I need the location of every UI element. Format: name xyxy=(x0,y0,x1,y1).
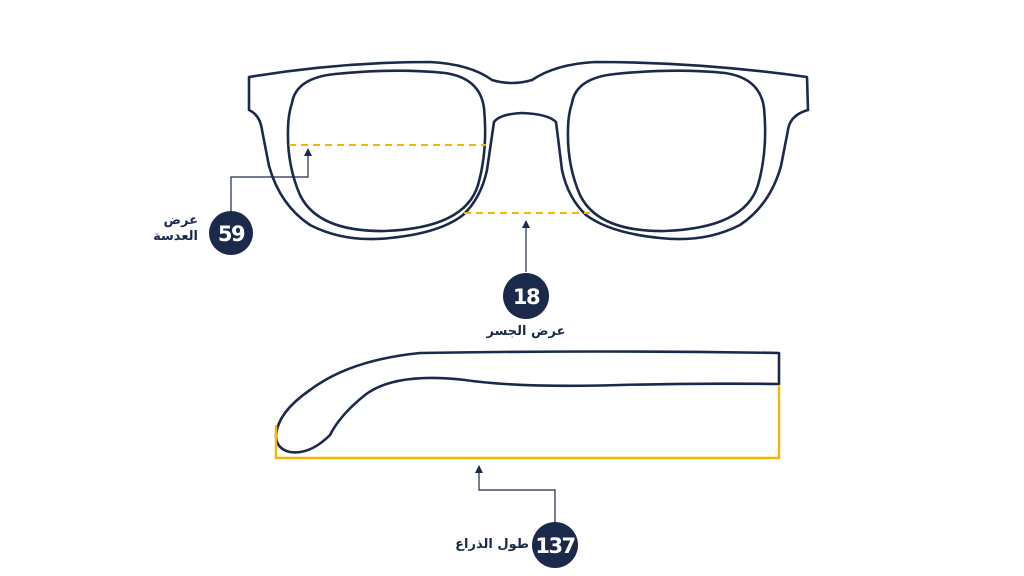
temple-length-label: طول الذراع xyxy=(455,537,529,552)
left-lens-outline xyxy=(286,69,487,233)
temple-length-arrowhead xyxy=(475,465,483,473)
temple-length-bracket xyxy=(274,386,781,460)
glasses-front-view xyxy=(247,60,810,241)
temple-arm-outline xyxy=(274,350,781,454)
lens-width-badge xyxy=(209,211,253,255)
temple-length-badge xyxy=(532,522,578,568)
bridge-width-label: عرض الجسر xyxy=(486,324,566,339)
lens-width-label: عرض العدسة xyxy=(153,213,198,245)
temple-length-leader-line xyxy=(478,472,556,522)
lens-width-callout: 59 xyxy=(209,148,312,255)
lens-width-label-line2: العدسة xyxy=(153,229,198,244)
bridge-width-badge xyxy=(503,273,549,319)
bridge-width-value: 18 xyxy=(513,285,540,309)
lens-width-label-line1: عرض xyxy=(163,213,198,228)
temple-length-callout: 137 xyxy=(475,465,578,568)
lens-width-arrowhead xyxy=(304,148,312,156)
temple-arm-side-view xyxy=(274,350,781,460)
bridge-width-callout: 18 xyxy=(503,220,549,319)
lens-width-leader-line xyxy=(230,155,309,213)
right-lens-outline xyxy=(566,69,767,233)
bridge-width-arrowhead xyxy=(522,220,530,228)
frame-outer-outline xyxy=(247,60,810,241)
temple-length-value: 137 xyxy=(535,534,574,558)
lens-width-value: 59 xyxy=(218,222,245,246)
